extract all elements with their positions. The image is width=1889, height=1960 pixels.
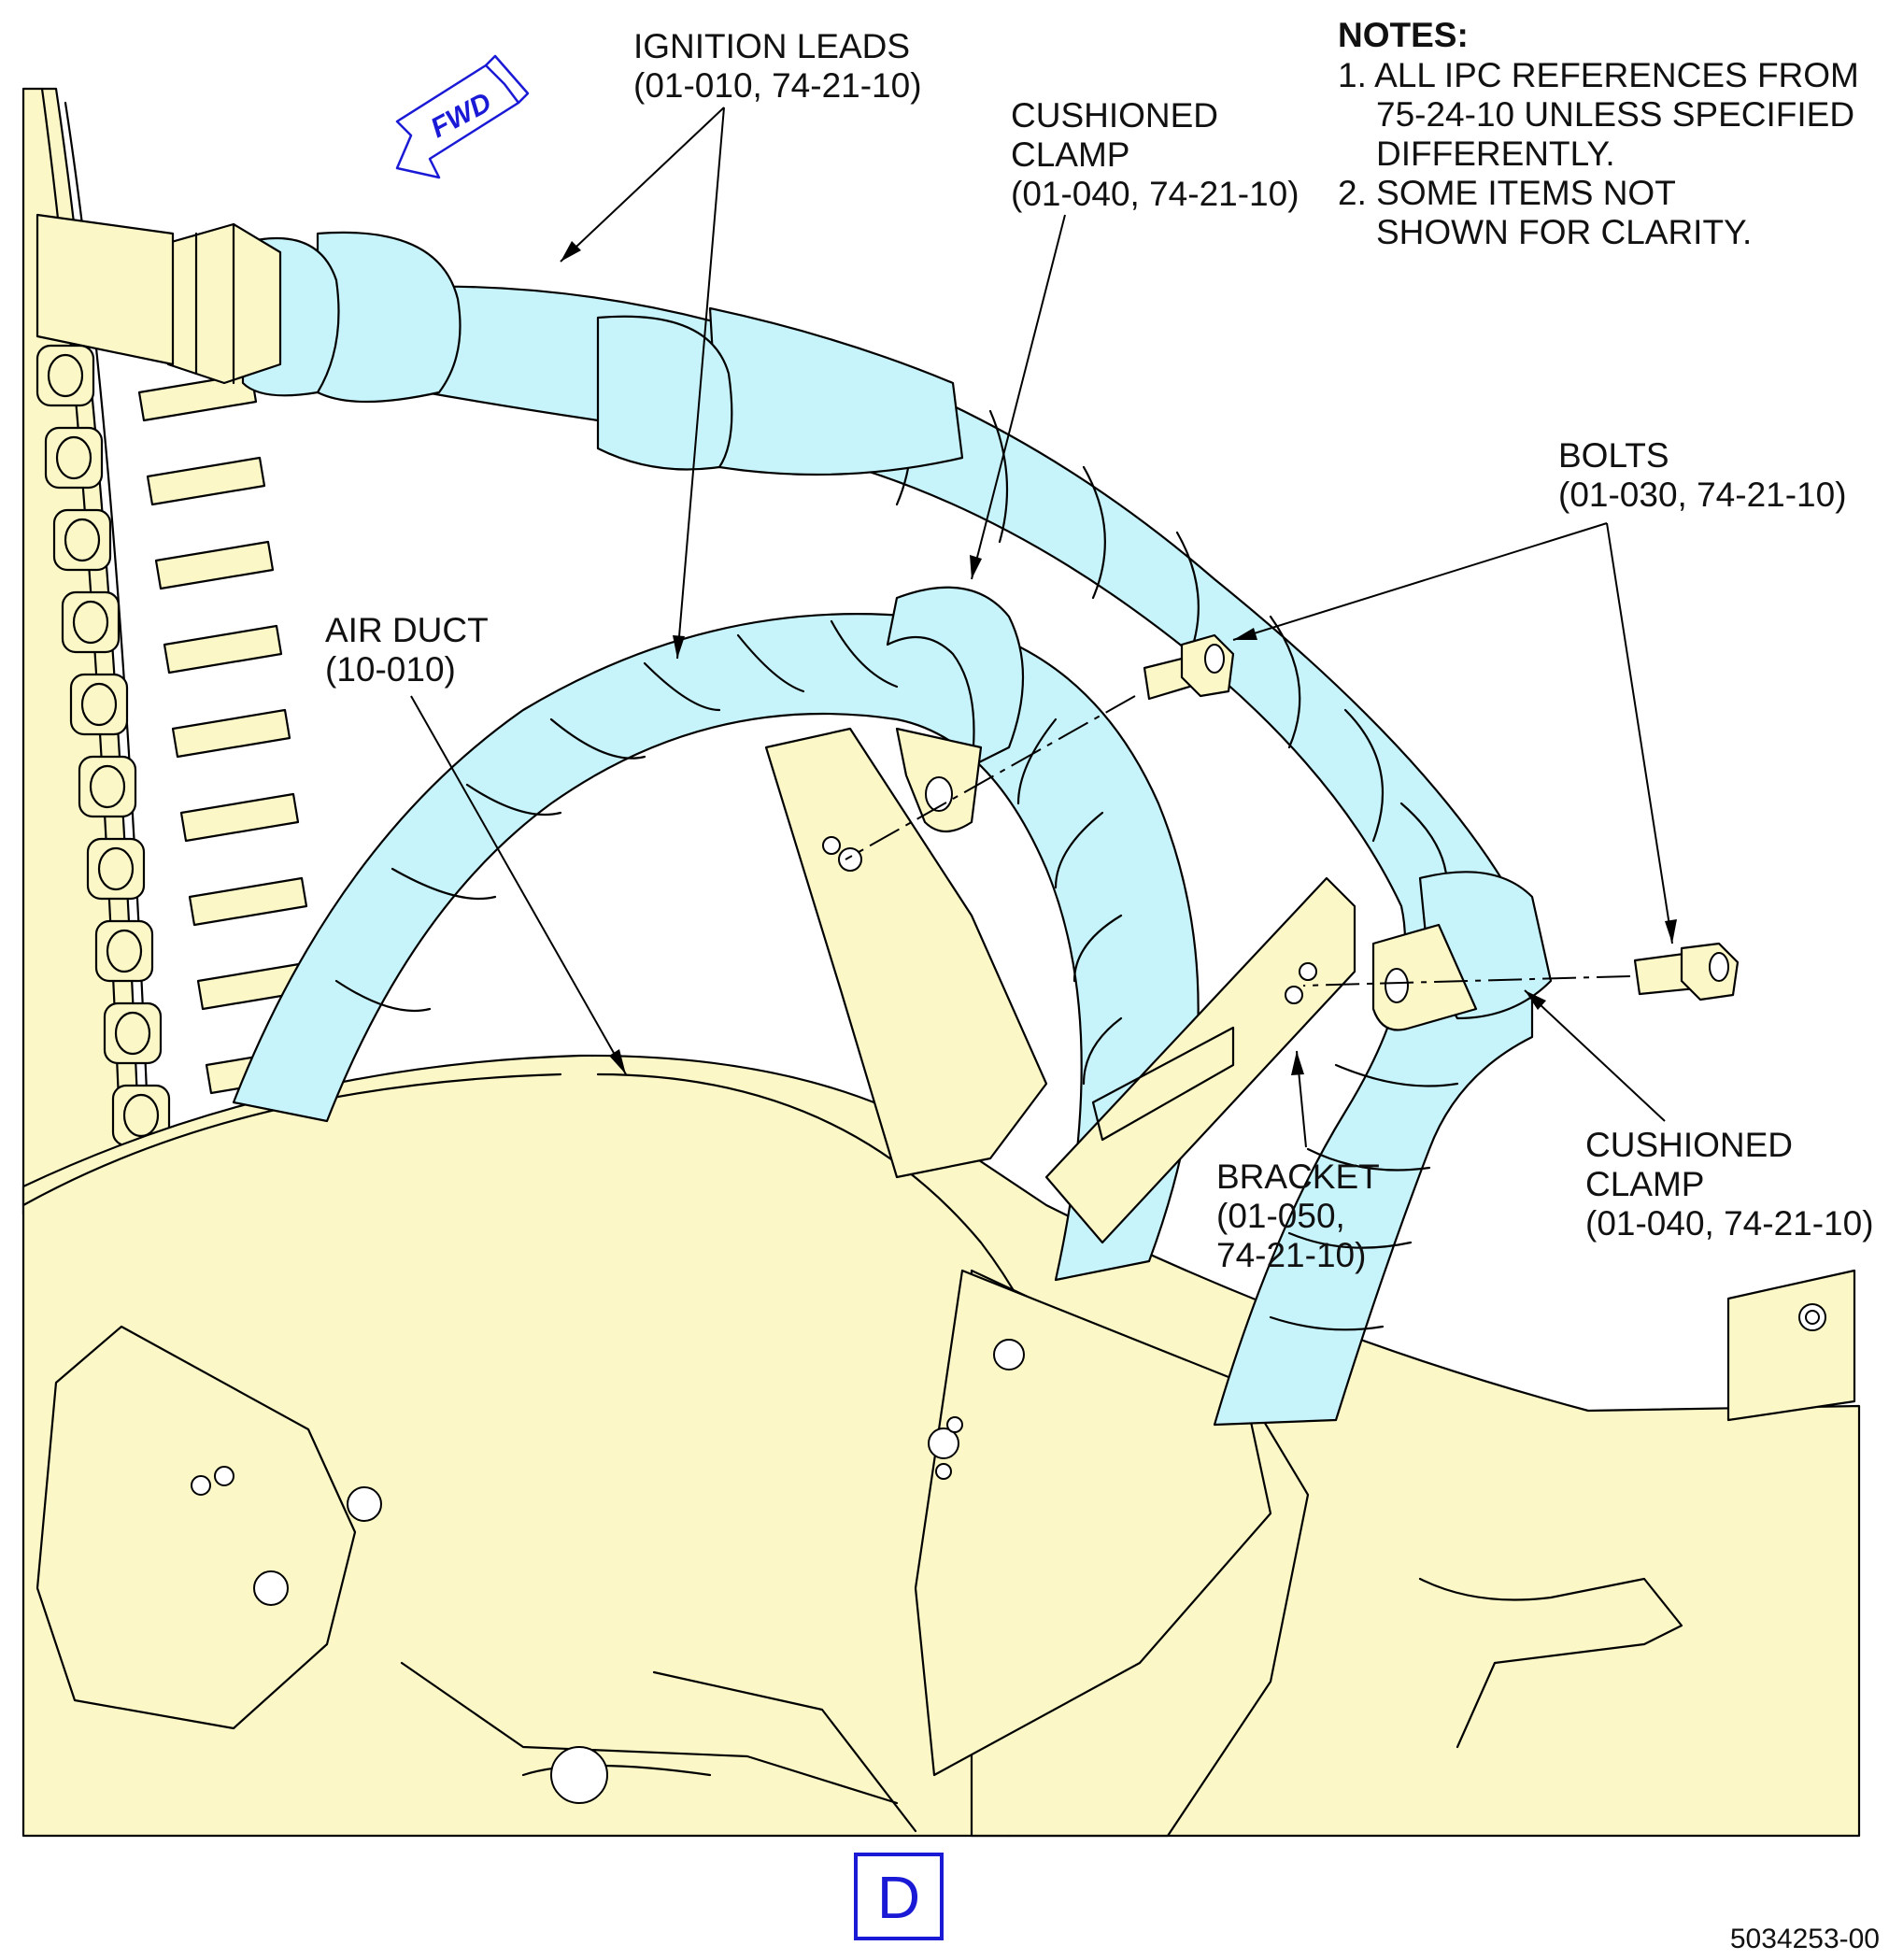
flange-bolt-face [97,846,135,891]
flange-bolt-face [64,518,101,562]
flange-stud [163,624,283,675]
flange-bolt-head [69,673,129,736]
callout-ignition-leads-line-1: IGNITION LEADS [633,27,910,65]
flange-bolt-face [122,1093,160,1138]
callout-cushioned-clamp-top-line-2: CLAMP [1011,135,1129,174]
air-duct-body [21,1054,1861,1838]
callout-air-duct-line-2: (10-010) [325,650,456,689]
flange-bolt-face [114,1011,151,1056]
callout-bolts: BOLTS (01-030, 74-21-10) [1558,436,1847,514]
notes-line-3: DIFFERENTLY. [1376,135,1615,173]
flange-stud [188,876,308,927]
flange-bolt-head [44,426,104,490]
bolt-lower [1633,942,1740,1001]
bolt-line-lower [1302,975,1631,987]
flange-bolt-head [36,344,95,407]
callout-bracket-line-3: 74-21-10) [1216,1236,1366,1274]
bolt-upper [1143,633,1235,701]
flange-bolt-head [52,508,112,572]
callout-air-duct: AIR DUCT (10-010) [325,611,489,689]
flange-bolt-face [47,353,84,398]
flange-bolt-head [103,1001,163,1065]
flange-bolt-face [106,929,143,973]
flange-stud [154,540,275,590]
flange-bolt-face [72,600,109,645]
notes-line-1: 1. ALL IPC REFERENCES FROM [1338,56,1859,94]
callout-bracket: BRACKET (01-050, 74-21-10) [1216,1158,1380,1274]
callout-air-duct-line-1: AIR DUCT [325,611,489,649]
view-label: D [877,1864,920,1931]
flange-stud [146,456,266,506]
callout-ignition-leads-line-2: (01-010, 74-21-10) [633,66,922,105]
flange-stud [171,708,291,759]
bolt-line-upper [845,695,1136,860]
upper-ignition-lead [36,213,1534,1427]
callout-cushioned-clamp-bottom: CUSHIONED CLAMP (01-040, 74-21-10) [1585,1126,1874,1243]
cushioned-clamp-top [895,727,983,833]
engine-flange [21,87,334,1229]
flange-bolt-head [78,755,137,818]
fwd-arrow [395,54,530,179]
flange-bolt-face [89,764,126,809]
notes-line-5: SHOWN FOR CLARITY. [1376,213,1752,251]
callout-bolts-line-2: (01-030, 74-21-10) [1558,476,1847,514]
callout-bracket-line-2: (01-050, [1216,1197,1345,1235]
callout-cushioned-clamp-top: CUSHIONED CLAMP (01-040, 74-21-10) [1011,96,1300,213]
callout-cushioned-clamp-top-line-1: CUSHIONED [1011,96,1218,135]
notes-line-2: 75-24-10 UNLESS SPECIFIED [1376,95,1854,134]
artwork [21,54,1861,1838]
notes-title: NOTES: [1338,16,1469,54]
callout-bracket-line-1: BRACKET [1216,1158,1380,1196]
callout-cushioned-clamp-bottom-line-3: (01-040, 74-21-10) [1585,1204,1874,1243]
callout-cushioned-clamp-bottom-line-1: CUSHIONED [1585,1126,1793,1164]
callout-cushioned-clamp-top-line-3: (01-040, 74-21-10) [1011,175,1300,213]
flange-bolt-face [80,682,118,727]
callout-ignition-leads: IGNITION LEADS (01-010, 74-21-10) [633,27,922,105]
bracket [764,727,1356,1244]
notes-line-4: 2. SOME ITEMS NOT [1338,174,1676,212]
document-number: 5034253-00 [1730,1924,1880,1954]
flange-bolt-head [61,590,121,654]
callout-cushioned-clamp-bottom-line-2: CLAMP [1585,1165,1704,1203]
flange-bolt-face [55,435,92,480]
flange-bolt-head [86,837,146,901]
notes-block: NOTES: 1. ALL IPC REFERENCES FROM 75-24-… [1338,16,1859,251]
flange-stud [179,792,300,843]
flange-stud [137,372,258,422]
view-label-box: D [854,1853,944,1940]
flange-bolt-head [94,919,154,983]
leader-lines [410,107,1677,1148]
callout-bolts-line-1: BOLTS [1558,436,1669,475]
